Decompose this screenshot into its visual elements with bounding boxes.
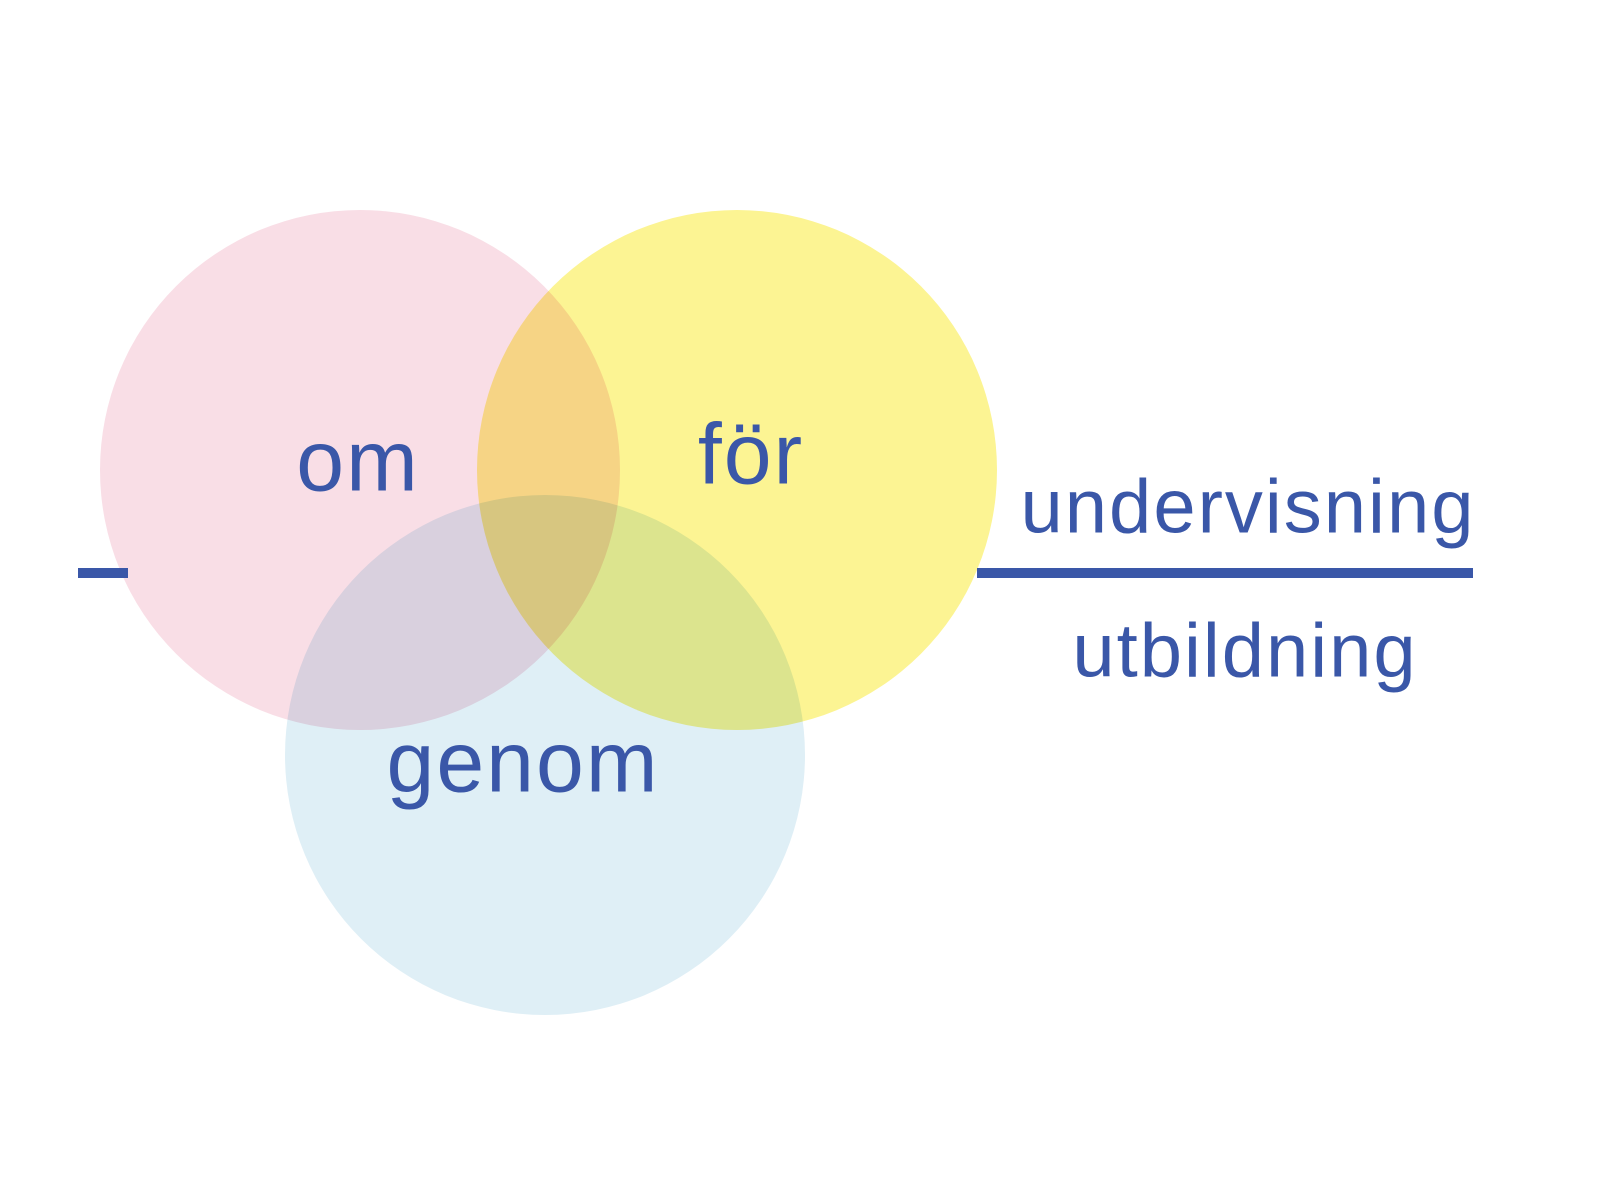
genom-circle <box>285 495 805 1015</box>
utbildning-label: utbildning <box>1072 608 1418 694</box>
divider-line-left-segment <box>78 568 128 578</box>
om-label: om <box>296 413 420 510</box>
divider-line-right-segment <box>977 568 1473 578</box>
for-label: för <box>697 406 805 503</box>
undervisning-label: undervisning <box>1020 464 1476 550</box>
genom-label: genom <box>386 714 660 811</box>
